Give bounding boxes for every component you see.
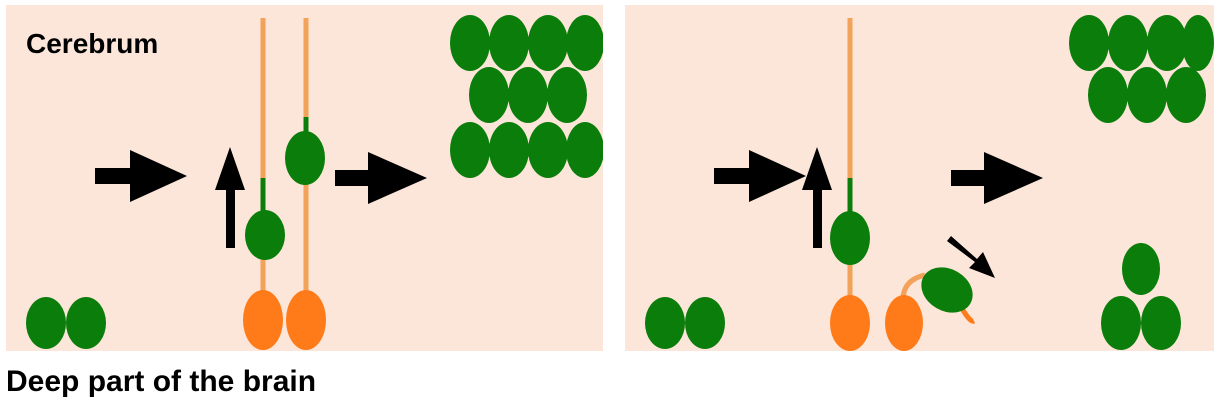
- neuron: [489, 122, 529, 178]
- radial-glia-cell: [885, 295, 923, 351]
- neuron: [450, 122, 490, 178]
- migrating-neuron: [830, 211, 870, 265]
- radial-glia-cell: [286, 290, 326, 350]
- neuron: [26, 297, 66, 349]
- neuron-cluster: [450, 15, 603, 178]
- migrating-neuron: [285, 131, 325, 185]
- left-panel-diagram: [6, 5, 603, 351]
- neuron: [566, 122, 603, 178]
- neuron: [489, 15, 529, 71]
- neuron: [1088, 67, 1128, 123]
- left-panel: [6, 5, 603, 351]
- neuron: [66, 297, 106, 349]
- diagonal-arrow: [947, 236, 995, 278]
- neuron-cluster: [1069, 15, 1214, 123]
- neuron: [508, 67, 548, 123]
- radial-glia-cell: [830, 295, 870, 351]
- neuron: [1127, 67, 1167, 123]
- cerebrum-label: Cerebrum: [26, 28, 159, 59]
- migrating-neuron: [245, 210, 285, 260]
- neuron: [450, 15, 490, 71]
- neuron: [528, 122, 568, 178]
- radial-glia-cell: [243, 290, 283, 350]
- right-arrow: [95, 150, 187, 202]
- neuron: [528, 15, 568, 71]
- neuron: [469, 67, 509, 123]
- right-arrow: [335, 152, 427, 204]
- neuron: [1101, 296, 1141, 350]
- neuron: [1069, 15, 1109, 71]
- neuron: [547, 67, 587, 123]
- up-arrow: [802, 147, 832, 248]
- stray-neuron: [921, 267, 973, 313]
- right-arrow: [951, 152, 1043, 204]
- right-panel-diagram: [625, 5, 1214, 351]
- neuron-cluster-small: [1101, 243, 1181, 350]
- neuron: [1108, 15, 1148, 71]
- neuron: [1147, 15, 1187, 71]
- neuron: [1141, 296, 1181, 350]
- right-arrow: [714, 150, 806, 202]
- neuron: [1182, 15, 1214, 71]
- right-panel: [625, 5, 1214, 351]
- neuron: [1122, 243, 1160, 295]
- neuron: [1166, 67, 1206, 123]
- up-arrow: [215, 147, 245, 248]
- neuron: [685, 297, 725, 349]
- neuron: [645, 297, 685, 349]
- deep-brain-label: Deep part of the brain: [6, 365, 317, 398]
- neuron: [566, 15, 603, 71]
